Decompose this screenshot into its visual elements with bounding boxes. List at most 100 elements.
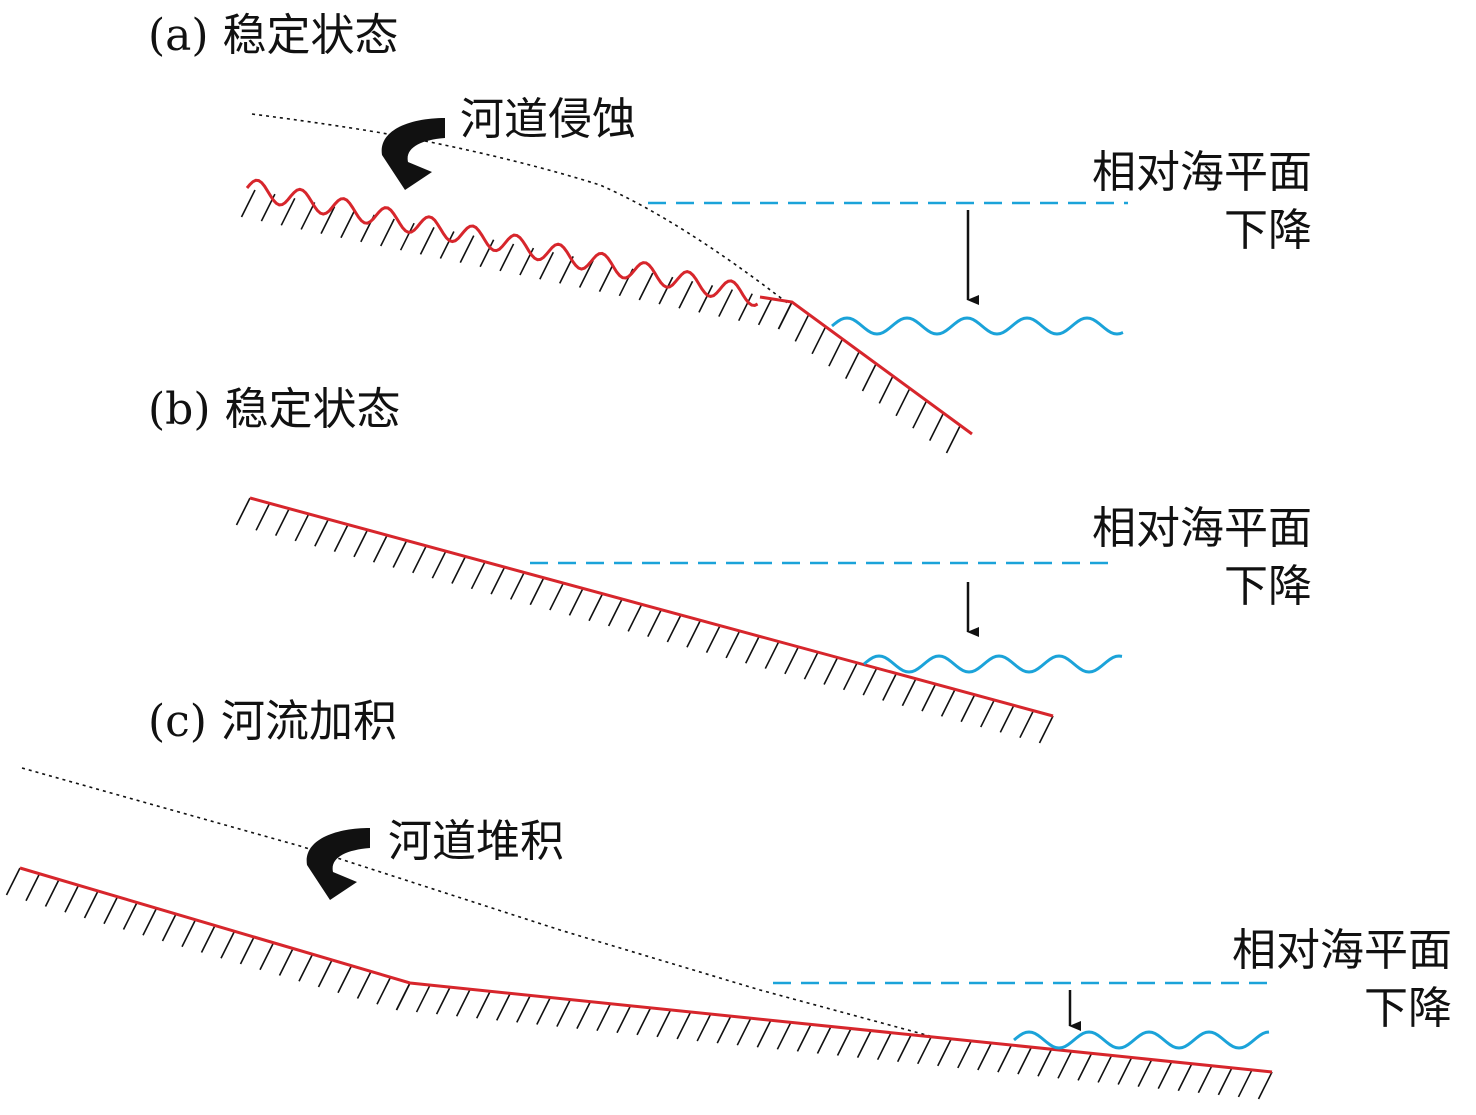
hatch-mark (556, 999, 572, 1027)
hatch-mark (435, 986, 451, 1015)
hatch-mark (376, 976, 392, 1005)
hatch-mark (1197, 1065, 1213, 1094)
hatch-mark (1217, 1067, 1233, 1096)
hatch-mark (836, 1028, 852, 1056)
sea-level-label-line1: 相对海平面 (1092, 503, 1312, 554)
hatch-mark (516, 995, 531, 1023)
hatch-mark (916, 1036, 932, 1065)
hatch-mark (220, 930, 236, 959)
hatch-mark (937, 1038, 952, 1067)
hatch-mark (698, 285, 714, 313)
panel-c (5, 767, 1273, 1100)
hatch-mark (627, 603, 643, 632)
aggraded-profile-dotted-line (21, 767, 931, 1037)
hatch-mark (666, 614, 682, 643)
hatch-mark (1257, 1071, 1273, 1100)
hatch-mark (658, 276, 674, 305)
hatch-mark (745, 635, 760, 664)
hatch-mark (636, 1007, 652, 1036)
hatch-mark (122, 902, 138, 930)
panel-a (240, 113, 1128, 454)
hatch-mark (940, 689, 956, 717)
hatch-mark (736, 1017, 752, 1046)
hatch-mark (1037, 1048, 1053, 1077)
hatch-mark (181, 919, 197, 948)
bedrock-hatching (235, 497, 1054, 744)
hatch-mark (499, 243, 515, 272)
hatch-mark (25, 873, 41, 902)
hatch-mark (549, 582, 565, 611)
hatch-mark (280, 197, 296, 226)
hatch-mark (259, 942, 275, 971)
hatch-mark (999, 705, 1015, 733)
new-sea-level-wave (831, 316, 1124, 336)
hatch-mark (455, 988, 471, 1017)
sea-level-fall-label: 相对海平面 下降 (1190, 922, 1452, 1038)
hatch-mark (353, 529, 369, 558)
hatch-mark (320, 206, 336, 234)
hatch-mark (5, 867, 21, 896)
hatch-mark (161, 913, 177, 942)
hatch-mark (796, 1024, 812, 1052)
hatch-mark (451, 556, 467, 584)
hatch-mark (896, 1034, 912, 1063)
hatch-mark (1017, 1046, 1033, 1075)
hatch-mark (678, 280, 694, 309)
sea-level-label-line1: 相对海平面 (1232, 925, 1452, 976)
hatch-mark (235, 497, 251, 526)
hatch-mark (811, 326, 827, 355)
hatch-mark (470, 561, 486, 590)
hatch-mark (696, 1013, 712, 1042)
hatch-mark (298, 953, 314, 982)
panel-c-title: (c) 河流加积 (148, 696, 397, 747)
hatch-mark (1038, 715, 1054, 744)
panel-b-title: (b) 稳定状态 (148, 384, 401, 435)
hatch-mark (856, 1030, 872, 1058)
hatch-mark (980, 699, 995, 728)
hatch-mark (738, 293, 753, 322)
hatch-mark (142, 907, 158, 936)
hatch-mark (83, 890, 99, 919)
hatch-mark (882, 673, 898, 701)
hatch-mark (415, 984, 431, 1013)
original-profile-dotted-line (251, 113, 791, 306)
hatch-mark (568, 588, 584, 616)
hatch-mark (861, 363, 877, 392)
sea-level-fall-label: 相对海平面 下降 (1050, 500, 1312, 616)
hatch-mark (598, 264, 614, 293)
hatch-mark (823, 657, 839, 685)
hatch-mark (314, 518, 330, 547)
hatch-mark (496, 992, 511, 1021)
hatch-mark (337, 965, 353, 994)
hatch-mark (784, 646, 800, 675)
sea-level-label-line1: 相对海平面 (1092, 147, 1312, 198)
hatch-mark (44, 879, 60, 907)
curved-arrow-icon (381, 118, 445, 190)
hatch-mark (529, 577, 545, 606)
hatch-mark (1019, 710, 1035, 739)
deposition-label: 河道堆积 (388, 816, 564, 867)
hatch-mark (596, 1003, 612, 1032)
hatch-mark (716, 1015, 732, 1044)
hatch-mark (686, 619, 702, 648)
hatch-mark (588, 593, 604, 622)
hatch-mark (803, 651, 819, 680)
hatch-mark (960, 694, 976, 723)
hatch-mark (928, 413, 944, 441)
hatch-mark (278, 948, 294, 976)
hatch-mark (828, 338, 844, 367)
hatch-mark (1137, 1059, 1153, 1087)
curved-arrow-icon (306, 828, 370, 900)
hatch-mark (294, 513, 310, 542)
hatch-mark (794, 314, 810, 342)
hatch-mark (475, 990, 491, 1019)
sea-level-label-line2: 下降 (1224, 205, 1312, 256)
hatch-mark (240, 189, 256, 218)
hatch-mark (1157, 1061, 1173, 1090)
new-sea-level-wave (863, 654, 1123, 674)
hatch-mark (490, 566, 506, 595)
hatch-mark (718, 289, 734, 317)
hatch-mark (776, 1021, 792, 1050)
hatch-mark (578, 260, 594, 288)
